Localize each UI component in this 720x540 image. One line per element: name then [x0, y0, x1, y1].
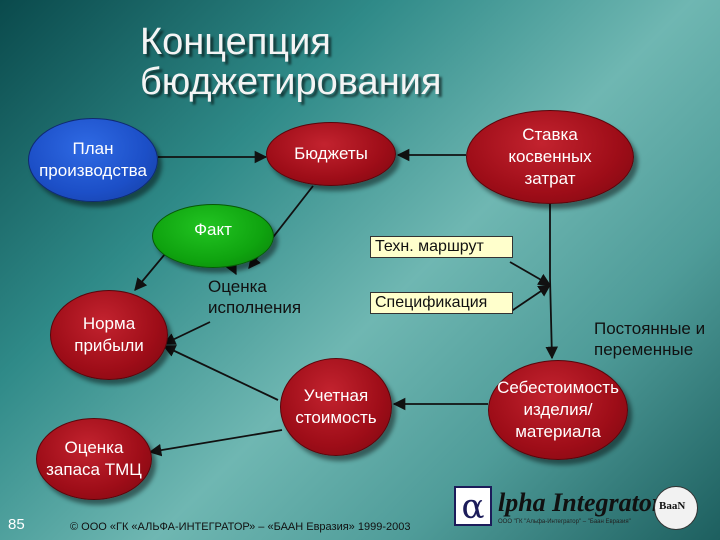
- edge-cost-norm: [162, 345, 279, 401]
- logo-text: lpha Integrator: [498, 488, 662, 517]
- node-norm: Норма прибыли: [50, 290, 168, 380]
- node-stock: Оценка запаса ТМЦ: [36, 418, 152, 500]
- node-fact-label: Факт: [194, 220, 232, 239]
- node-cost: Учетная стоимость: [280, 358, 392, 456]
- edge-spec-line: [509, 284, 552, 313]
- page-title: Концепция бюджетирования: [140, 22, 500, 102]
- copyright-text: © ООО «ГК «АЛЬФА-ИНТЕГРАТОР» – «БААН Евр…: [70, 521, 411, 533]
- seal-text: BaaN: [659, 500, 686, 512]
- node-rate-label: Ставка косвенных затрат: [508, 125, 592, 188]
- node-budgets-label: Бюджеты: [294, 144, 368, 163]
- alpha-integrator-logo: α lpha Integrator ООО "ГК "Альфа-Интегра…: [454, 486, 716, 530]
- label-execution: Оценка исполнения: [208, 277, 302, 317]
- logo-subtitle: ООО "ГК "Альфа-Интегратор" – "Баан Евраз…: [498, 519, 631, 525]
- node-norm-label: Норма прибыли: [74, 314, 144, 355]
- node-plan: План производства: [28, 118, 158, 202]
- edge-route-line: [509, 261, 552, 286]
- node-plan-label: План производства: [39, 139, 147, 180]
- node-budgets: Бюджеты: [266, 122, 396, 186]
- edge-rate-product: [545, 200, 559, 360]
- title-line-2: бюджетирования: [140, 61, 442, 103]
- edge-cost-stock: [148, 429, 283, 457]
- node-product-cost: Себестоимость изделия/ материала: [488, 360, 628, 460]
- label-route: Техн. маршрут: [370, 236, 513, 258]
- alpha-symbol-icon: α: [454, 486, 492, 526]
- page-number: 85: [8, 516, 25, 533]
- baan-seal-icon: [654, 486, 698, 530]
- label-fixed: Постоянные и переменные: [594, 319, 706, 359]
- node-cost-label: Учетная стоимость: [295, 386, 377, 427]
- node-stock-label: Оценка запаса ТМЦ: [46, 438, 142, 479]
- node-product-cost-label: Себестоимость изделия/ материала: [497, 378, 619, 441]
- title-line-1: Концепция: [140, 21, 331, 63]
- edge-execution-norm: [162, 321, 211, 345]
- node-rate: Ставка косвенных затрат: [466, 110, 634, 204]
- label-spec: Спецификация: [370, 292, 513, 314]
- node-fact: Факт: [152, 204, 274, 268]
